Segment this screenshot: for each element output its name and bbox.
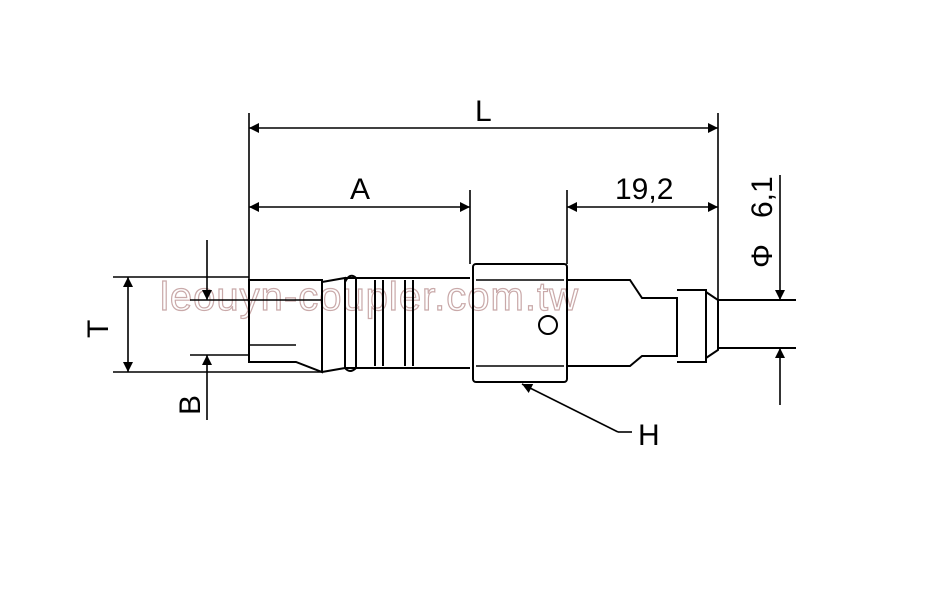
leader-H-label: H — [638, 419, 660, 452]
dimension-19-2: 19,2 — [566, 173, 718, 264]
dimension-diameter: Φ 6,1 — [746, 175, 785, 405]
leader-H: H — [521, 383, 660, 452]
diameter-value: 6,1 — [746, 176, 779, 218]
dimension-T-label: T — [82, 320, 115, 338]
dimension-T: T — [82, 276, 322, 373]
coupler-part — [248, 263, 796, 383]
dimension-A-label: A — [350, 173, 370, 206]
dimension-A: A — [249, 173, 471, 264]
diameter-symbol: Φ — [746, 244, 779, 268]
dimension-L-label: L — [475, 95, 492, 128]
watermark-text: leouyn-coupler.com.tw — [160, 275, 579, 319]
dimension-B-label: B — [174, 395, 207, 415]
dimension-B: B — [174, 240, 249, 420]
dimension-19-2-label: 19,2 — [615, 173, 673, 206]
